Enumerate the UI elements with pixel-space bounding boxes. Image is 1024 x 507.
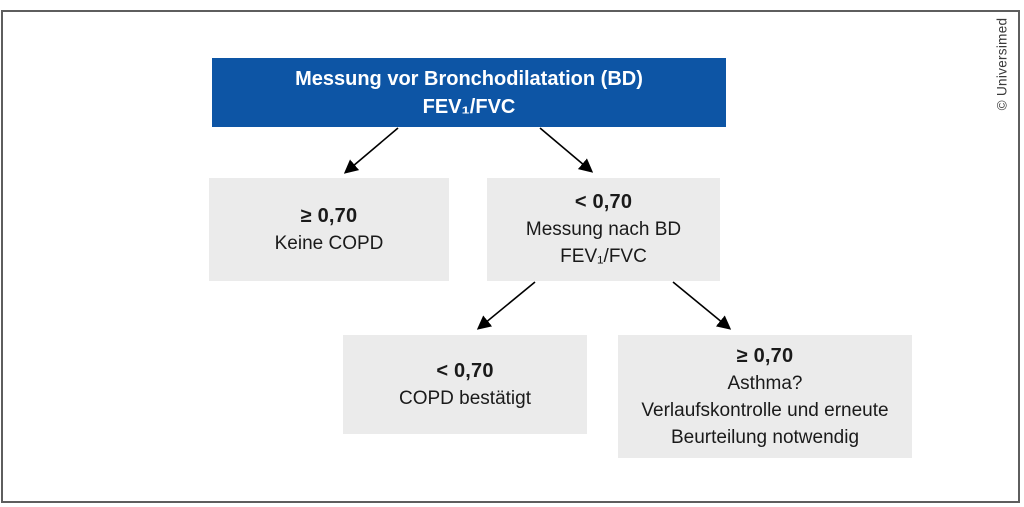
node-asthma-label-2: Verlaufskontrolle und erneute — [641, 399, 889, 421]
node-messung-nach-bd-label-2: FEV₁/FVC — [560, 246, 647, 267]
node-messung-nach-bd: < 0,70 Messung nach BD FEV₁/FVC — [487, 178, 720, 281]
node-asthma: ≥ 0,70 Asthma? Verlaufskontrolle und ern… — [618, 335, 912, 458]
node-keine-copd-value: ≥ 0,70 — [300, 204, 358, 227]
copyright-credit: © Universimed — [994, 17, 1010, 111]
node-asthma-label-3: Beurteilung notwendig — [670, 426, 860, 448]
node-asthma-label-1: Asthma? — [727, 372, 803, 394]
node-messung-nach-bd-value: < 0,70 — [574, 191, 633, 213]
root-node-title-line2: FEV₁/FVC — [422, 95, 516, 118]
node-copd-bestaetigt: < 0,70 COPD bestätigt — [343, 335, 587, 434]
root-node-title-line1: Messung vor Bronchodilatation (BD) — [295, 67, 643, 90]
node-asthma-value: ≥ 0,70 — [736, 344, 794, 367]
node-copd-bestaetigt-value: < 0,70 — [436, 359, 494, 382]
node-copd-bestaetigt-label: COPD bestätigt — [399, 387, 531, 409]
node-keine-copd-label: Keine COPD — [274, 232, 384, 254]
node-keine-copd: ≥ 0,70 Keine COPD — [209, 178, 449, 281]
root-node-messung-vor-bd: Messung vor Bronchodilatation (BD) FEV₁/… — [212, 58, 726, 127]
node-messung-nach-bd-label-1: Messung nach BD — [525, 219, 682, 240]
